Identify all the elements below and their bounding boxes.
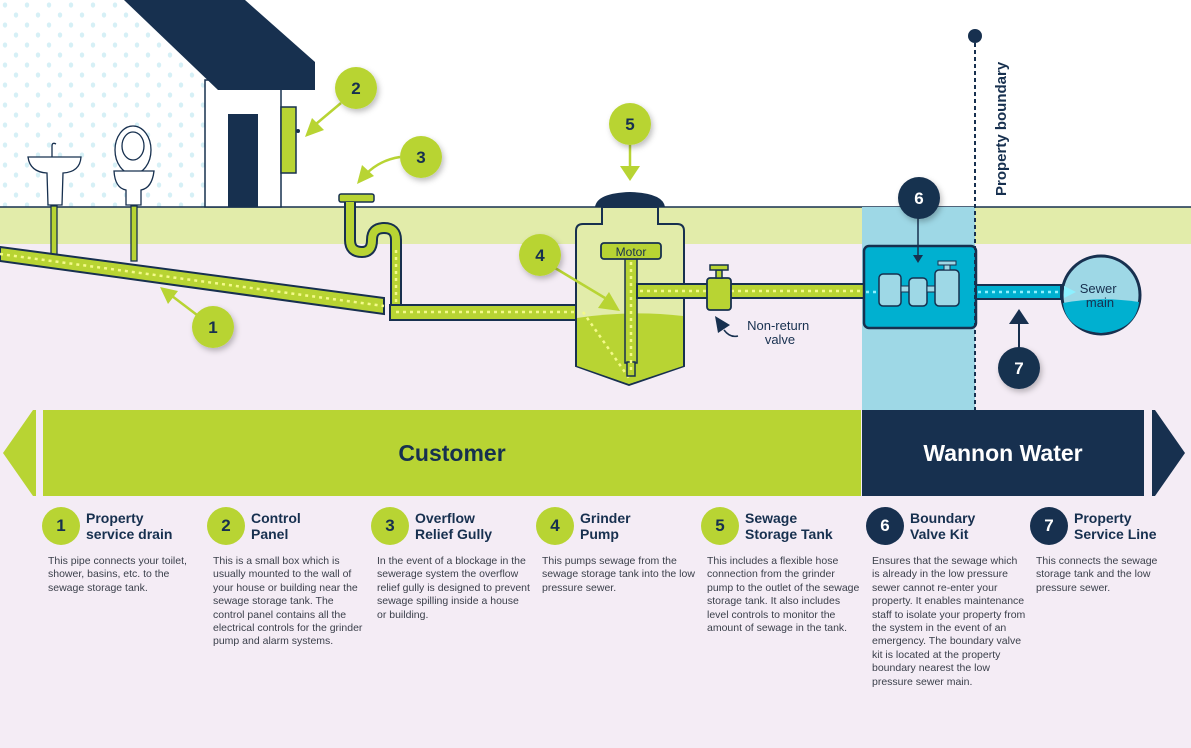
legend-item-description: This includes a flexible hose connection… <box>707 555 860 635</box>
wannon-water-label: Wannon Water <box>923 439 1083 466</box>
house <box>124 0 315 208</box>
callout-4-number: 4 <box>535 246 545 265</box>
non-return-valve-pointer <box>715 316 739 338</box>
property-service-drain <box>0 245 385 316</box>
sewer-system-diagram: Motor Non-return valve <box>0 0 1191 410</box>
pump-outlet-pipe <box>636 283 866 299</box>
callout-5: 5 <box>609 103 651 181</box>
legend-item-description: Ensures that the sewage which is already… <box>872 555 1026 688</box>
callout-6: 6 <box>898 177 940 263</box>
legend-number-badge: 5 <box>701 507 739 545</box>
house-roof <box>124 0 315 90</box>
non-return-valve <box>706 264 732 311</box>
interior-wallpaper <box>0 0 205 207</box>
callout-1: 1 <box>160 287 234 348</box>
legend-number-badge: 2 <box>207 507 245 545</box>
non-return-valve-label: Non-return valve <box>747 318 813 347</box>
wannon-arrow-stripe <box>1152 410 1155 496</box>
callout-5-number: 5 <box>625 115 634 134</box>
property-service-line <box>975 284 1070 300</box>
legend-number-badge: 4 <box>536 507 574 545</box>
legend-item-description: This is a small box which is usually mou… <box>213 555 363 648</box>
callout-7-number: 7 <box>1014 359 1023 378</box>
legend-item-description: In the event of a blockage in the sewera… <box>377 555 530 621</box>
legend-number-badge: 7 <box>1030 507 1068 545</box>
callout-3-number: 3 <box>416 148 425 167</box>
tank-lid <box>595 192 665 207</box>
sewer-main-label: Sewer main <box>1080 281 1120 310</box>
boundary-valve-kit <box>862 244 978 330</box>
callout-4: 4 <box>519 234 620 311</box>
legend-item-description: This pipe connects your toilet, shower, … <box>48 555 187 594</box>
customer-arrow-head <box>3 410 33 496</box>
callout-7: 7 <box>998 309 1040 389</box>
legend-item-description: This connects the sewage storage tank an… <box>1036 555 1158 594</box>
callout-2-number: 2 <box>351 79 360 98</box>
callout-1-number: 1 <box>208 318 217 337</box>
property-boundary: Property boundary <box>968 29 1010 410</box>
callout-6-number: 6 <box>914 189 923 208</box>
toilet <box>113 125 155 206</box>
legend-number-badge: 3 <box>371 507 409 545</box>
customer-arrow-stripe <box>33 410 36 496</box>
control-panel <box>280 106 297 174</box>
basin <box>27 142 82 206</box>
callout-3: 3 <box>357 136 442 184</box>
legend-number-badge: 1 <box>42 507 80 545</box>
wannon-water-responsibility-band: Wannon Water <box>862 410 1144 496</box>
motor-label: Motor <box>616 245 647 259</box>
grinder-pump: Motor <box>600 242 662 377</box>
customer-responsibility-band: Customer <box>43 410 861 496</box>
callout-2: 2 <box>305 67 377 137</box>
property-boundary-label: Property boundary <box>993 61 1010 196</box>
motor-box <box>600 242 662 260</box>
house-door <box>228 114 258 207</box>
legend-item-description: This pumps sewage from the sewage storag… <box>542 555 695 594</box>
legend-number-badge: 6 <box>866 507 904 545</box>
drain-to-tank <box>389 304 577 321</box>
customer-label: Customer <box>398 439 506 466</box>
overflow-relief-gully <box>338 193 402 306</box>
wannon-arrow-head <box>1155 410 1185 496</box>
sewer-main: Sewer main <box>1060 254 1142 336</box>
